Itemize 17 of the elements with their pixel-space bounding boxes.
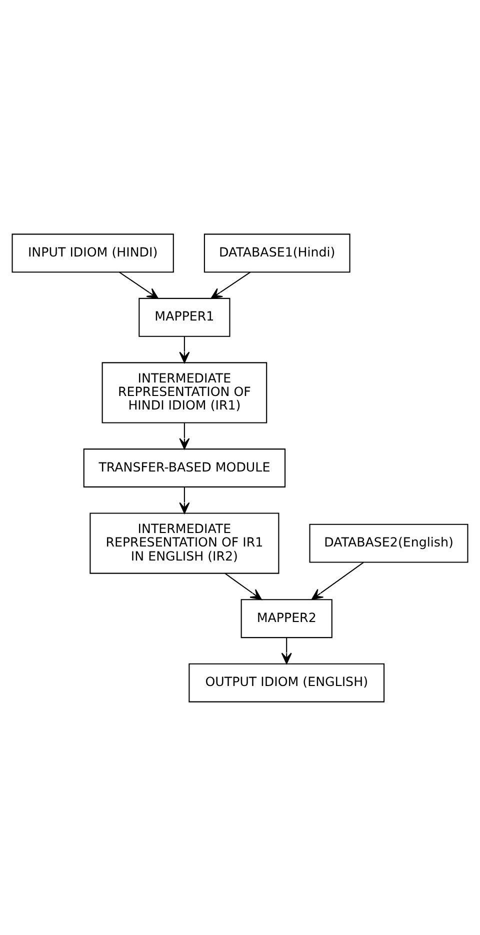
node-box: MAPPER2 [240, 598, 332, 638]
node-box: TRANSFER-BASED MODULE [83, 448, 286, 487]
arrow [311, 562, 364, 600]
arrow [281, 637, 292, 664]
arrow [119, 271, 159, 298]
arrow [224, 572, 262, 600]
node-box: INTERMEDIATE REPRESENTATION OF HINDI IDIOM (IR1) [102, 362, 268, 423]
arrow [179, 486, 190, 514]
arrow [179, 422, 190, 449]
arrow [179, 336, 190, 363]
node-box: INTERMEDIATE REPRESENTATION OF IR1 IN ENGLISH (IR2) [90, 512, 280, 574]
node-box: MAPPER1 [138, 297, 230, 336]
node-box: DATABASE2(English) [309, 523, 468, 562]
arrow [210, 271, 251, 298]
node-box: OUTPUT IDIOM (ENGLISH) [188, 662, 385, 702]
node-box: DATABASE1(Hindi) [204, 233, 350, 272]
node-box: INPUT IDIOM (HINDI) [12, 233, 174, 272]
